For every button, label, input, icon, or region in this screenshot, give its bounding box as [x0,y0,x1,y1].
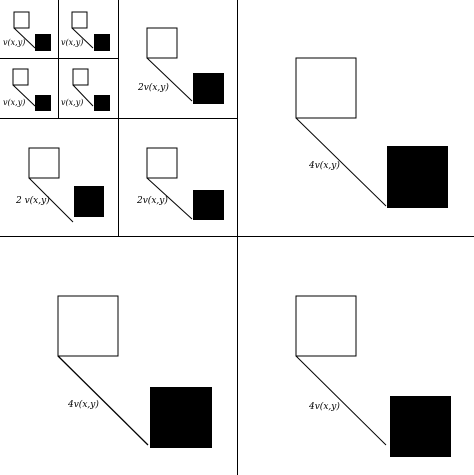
target-block [387,146,448,208]
target-block [193,73,224,104]
motion-vector [57,355,149,446]
motion-vector-label: 2v(x,y) [137,82,169,93]
motion-vector [71,27,94,49]
motion-vector [12,84,36,107]
motion-vector-label: 2 v(x,y) [15,195,50,206]
motion-vector-label: 2v(x,y) [136,195,168,206]
target-block [193,190,224,220]
motion-vector [13,27,36,49]
motion-vector [72,84,94,107]
motion-vector-label: v(x,y) [3,98,25,107]
motion-vector [295,117,387,207]
motion-vector [295,355,387,446]
motion-vector-label: v(x,y) [61,98,83,107]
target-block [94,34,110,51]
source-block [295,295,357,357]
level1-cell-a: 4v(x,y) [295,57,448,208]
target-block [35,95,51,111]
target-block [150,387,212,448]
motion-vector-label: 4v(x,y) [308,401,340,412]
level2-cell-b: 2 v(x,y) [15,147,104,223]
level3-cell-b: v(x,y) [61,11,110,51]
level3-cell-a: v(x,y) [3,11,51,51]
source-block [146,27,178,59]
motion-vector-label: v(x,y) [61,38,83,47]
source-block [28,147,60,179]
source-block [72,68,89,86]
source-block [295,57,357,119]
level1-cell-b: 4v(x,y) [57,295,212,448]
source-block [71,11,88,29]
target-block [74,186,104,217]
motion-vector-label: 4v(x,y) [67,399,99,410]
source-block [12,68,29,86]
motion-vector [146,57,193,102]
target-block [35,34,51,51]
level3-cell-c: v(x,y) [3,68,51,111]
motion-vector-label: 4v(x,y) [308,160,340,171]
source-block [57,295,119,357]
level3-cell-d: v(x,y) [61,68,110,111]
source-block [146,147,178,179]
source-block [13,11,30,29]
motion-vector [28,177,74,223]
target-block [390,396,451,457]
target-block [94,95,110,111]
motion-vector [146,177,193,220]
level2-cell-a: 2v(x,y) [137,27,224,104]
motion-vector-label: v(x,y) [3,38,25,47]
level1-cell-c: 4v(x,y) [295,295,451,457]
level2-cell-c: 2v(x,y) [136,147,224,220]
